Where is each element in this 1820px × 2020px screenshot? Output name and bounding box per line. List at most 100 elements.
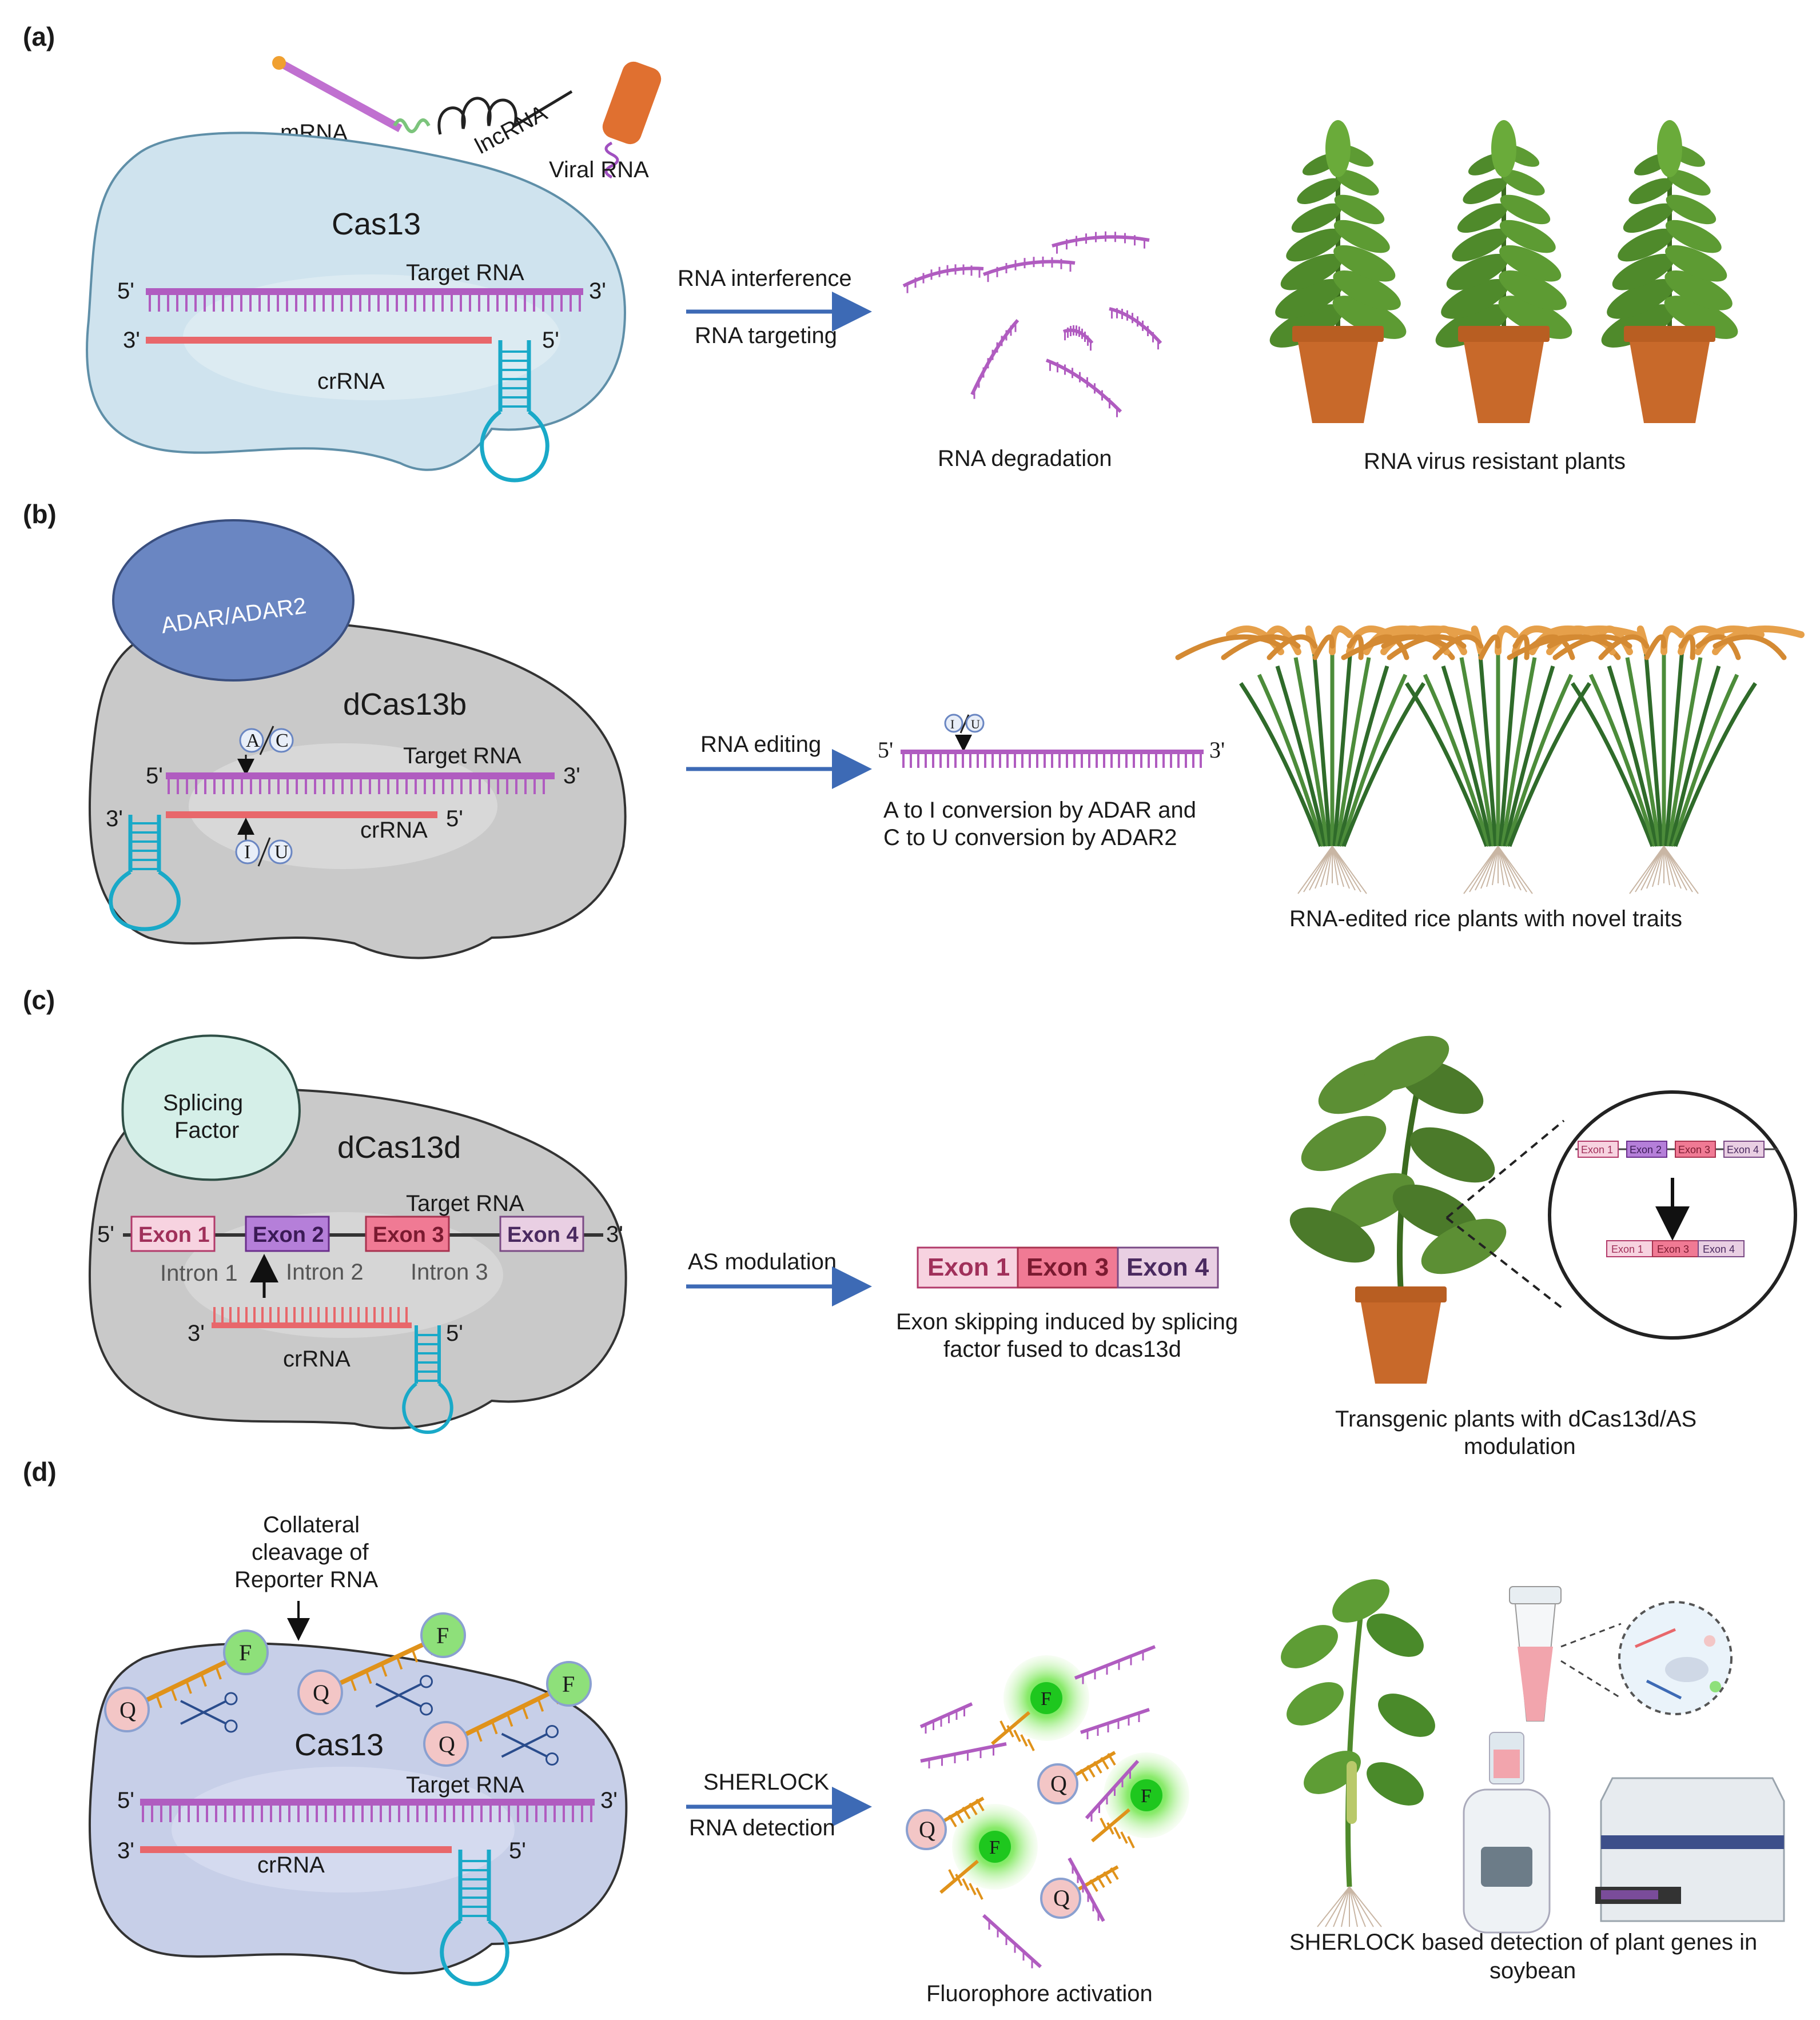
- svg-text:Q: Q: [313, 1680, 329, 1706]
- svg-text:F: F: [436, 1623, 449, 1648]
- spliced-exon-3: Exon 3: [1026, 1253, 1109, 1281]
- panel-a-label: (a): [23, 22, 55, 51]
- rna-fragment: [970, 319, 1019, 399]
- crrna-b-3-end: 3': [106, 806, 123, 831]
- target-d-5-end: 5': [117, 1788, 134, 1813]
- rna-fragment: [1085, 1759, 1140, 1822]
- target-5-end: 5': [117, 278, 134, 304]
- panel-c-label: (c): [23, 985, 55, 1015]
- crrna-c-hairpin: [402, 1325, 453, 1435]
- rna-fragment: [982, 1914, 1042, 1969]
- target-d-3-end: 3': [600, 1788, 618, 1813]
- base-u: U: [274, 842, 289, 863]
- target-rna-bases: [149, 292, 581, 312]
- splicing-factor-line1: Splicing: [163, 1090, 243, 1115]
- inset-exon-3: Exon 3: [1678, 1144, 1710, 1156]
- fluorophore: [420, 1612, 466, 1658]
- arrow-d-bottom-label: RNA detection: [689, 1815, 835, 1840]
- rna-fragment: [902, 264, 984, 293]
- molecule-zoom: [1560, 1601, 1733, 1715]
- rna-fragment: [1068, 1857, 1105, 1922]
- rna-fragment: [1109, 307, 1162, 350]
- arrow-d-top-label: SHERLOCK: [703, 1770, 829, 1795]
- fluorometer: [1463, 1732, 1551, 1934]
- exon-3-box: Exon 3: [365, 1216, 450, 1252]
- edited-base-u: U: [971, 717, 980, 731]
- intron-2-label: Intron 2: [286, 1260, 364, 1285]
- rice-plant: [1507, 625, 1805, 894]
- crrna-c-bases: [213, 1307, 408, 1325]
- svg-text:Q: Q: [1053, 1885, 1070, 1911]
- rna-fragments: [902, 231, 1162, 417]
- pre-mrna-5-end: 5': [97, 1222, 114, 1247]
- activated-fluorophore: F: [991, 1655, 1089, 1751]
- target-rna-label: Target RNA: [406, 260, 524, 285]
- svg-text:Q: Q: [120, 1697, 136, 1723]
- activated-fluorophore: F: [939, 1804, 1038, 1900]
- crrna-d-5-end: 5': [509, 1838, 526, 1863]
- svg-text:F: F: [562, 1671, 575, 1697]
- arrow-a-bottom-label: RNA targeting: [695, 323, 837, 348]
- rna-fragment: [920, 1742, 1007, 1768]
- crrna-d-hairpin: [440, 1850, 509, 1986]
- arrow-a-top-label: RNA interference: [678, 266, 852, 291]
- sherlock-equipment: [1281, 1579, 1785, 1934]
- crrna-b-5-end: 5': [446, 806, 463, 831]
- inset-exon-4: Exon 4: [1727, 1144, 1759, 1156]
- crrna-label: crRNA: [317, 369, 385, 394]
- arrow-b-label: RNA editing: [700, 732, 821, 757]
- cleaved-quencher: Q: [906, 1796, 985, 1850]
- panel-b: (b) ADAR/ADAR2 dCas13b Target RNA A C 5'…: [23, 499, 1805, 959]
- edit-result-line1: A to I conversion by ADAR and: [883, 798, 1196, 823]
- sherlock-outcome-line2: soybean: [1490, 1958, 1576, 1983]
- cleaved-quencher: Q: [1040, 1865, 1119, 1919]
- rna-fragment: [1045, 358, 1122, 417]
- reporter-rna: QF: [104, 1629, 269, 1733]
- exon-4-label: Exon 4: [507, 1223, 579, 1247]
- rna-fragment: [1062, 325, 1094, 351]
- collateral-line3: Reporter RNA: [234, 1567, 379, 1592]
- svg-text:F: F: [1141, 1786, 1152, 1807]
- svg-text:F: F: [989, 1837, 1000, 1858]
- crrna-d-3-end: 3': [117, 1838, 134, 1863]
- svg-text:F: F: [239, 1640, 252, 1666]
- panel-c: (c) Splicing Factor dCas13d Target RNA 5…: [23, 985, 1797, 1459]
- viral-rna-label: Viral RNA: [549, 157, 649, 182]
- sherlock-outcome-line1: SHERLOCK based detection of plant genes …: [1289, 1930, 1757, 1955]
- sample-tube: [1509, 1586, 1562, 1722]
- edited-5-end: 5': [878, 737, 893, 763]
- crrna-3-end: 3': [123, 328, 140, 353]
- quencher: [297, 1670, 343, 1715]
- fluorophore: [223, 1629, 269, 1675]
- edited-3-end: 3': [1209, 737, 1225, 763]
- rice-plants: [1175, 625, 1805, 894]
- inset-result-exon-1: Exon 1: [1611, 1244, 1643, 1255]
- adar-enzyme-shape: [112, 519, 355, 682]
- inset-exon-1: Exon 1: [1581, 1144, 1613, 1156]
- collateral-line2: cleavage of: [252, 1540, 369, 1565]
- leaf: [1289, 1207, 1375, 1263]
- leaf: [1301, 1115, 1387, 1172]
- detection-instrument: [1595, 1777, 1785, 1922]
- lncrna-icon: [437, 90, 573, 135]
- crrna-c-5-end: 5': [446, 1321, 463, 1346]
- rna-fragment: [1052, 231, 1150, 254]
- intron-1-label: Intron 1: [160, 1261, 238, 1286]
- spliced-mrna: Exon 1 Exon 3 Exon 4: [917, 1246, 1219, 1289]
- exon-2-label: Exon 2: [253, 1223, 324, 1247]
- potted-plant: [1435, 120, 1572, 423]
- target-rna-b-bases: [168, 776, 545, 794]
- potted-plant: [1601, 120, 1738, 423]
- leaf: [1364, 1035, 1449, 1091]
- leaf: [1421, 1218, 1507, 1274]
- exon-4-box: Exon 4: [499, 1216, 584, 1252]
- inset-exon-2: Exon 2: [1630, 1144, 1662, 1156]
- spliced-exon-4: Exon 4: [1126, 1253, 1209, 1281]
- target-rna-b-label: Target RNA: [403, 743, 521, 768]
- exon-3-label: Exon 3: [373, 1223, 444, 1247]
- transgenic-line1: Transgenic plants with dCas13d/AS: [1335, 1407, 1696, 1432]
- crrna-c-3-end: 3': [188, 1321, 205, 1346]
- rna-degradation-label: RNA degradation: [938, 446, 1112, 471]
